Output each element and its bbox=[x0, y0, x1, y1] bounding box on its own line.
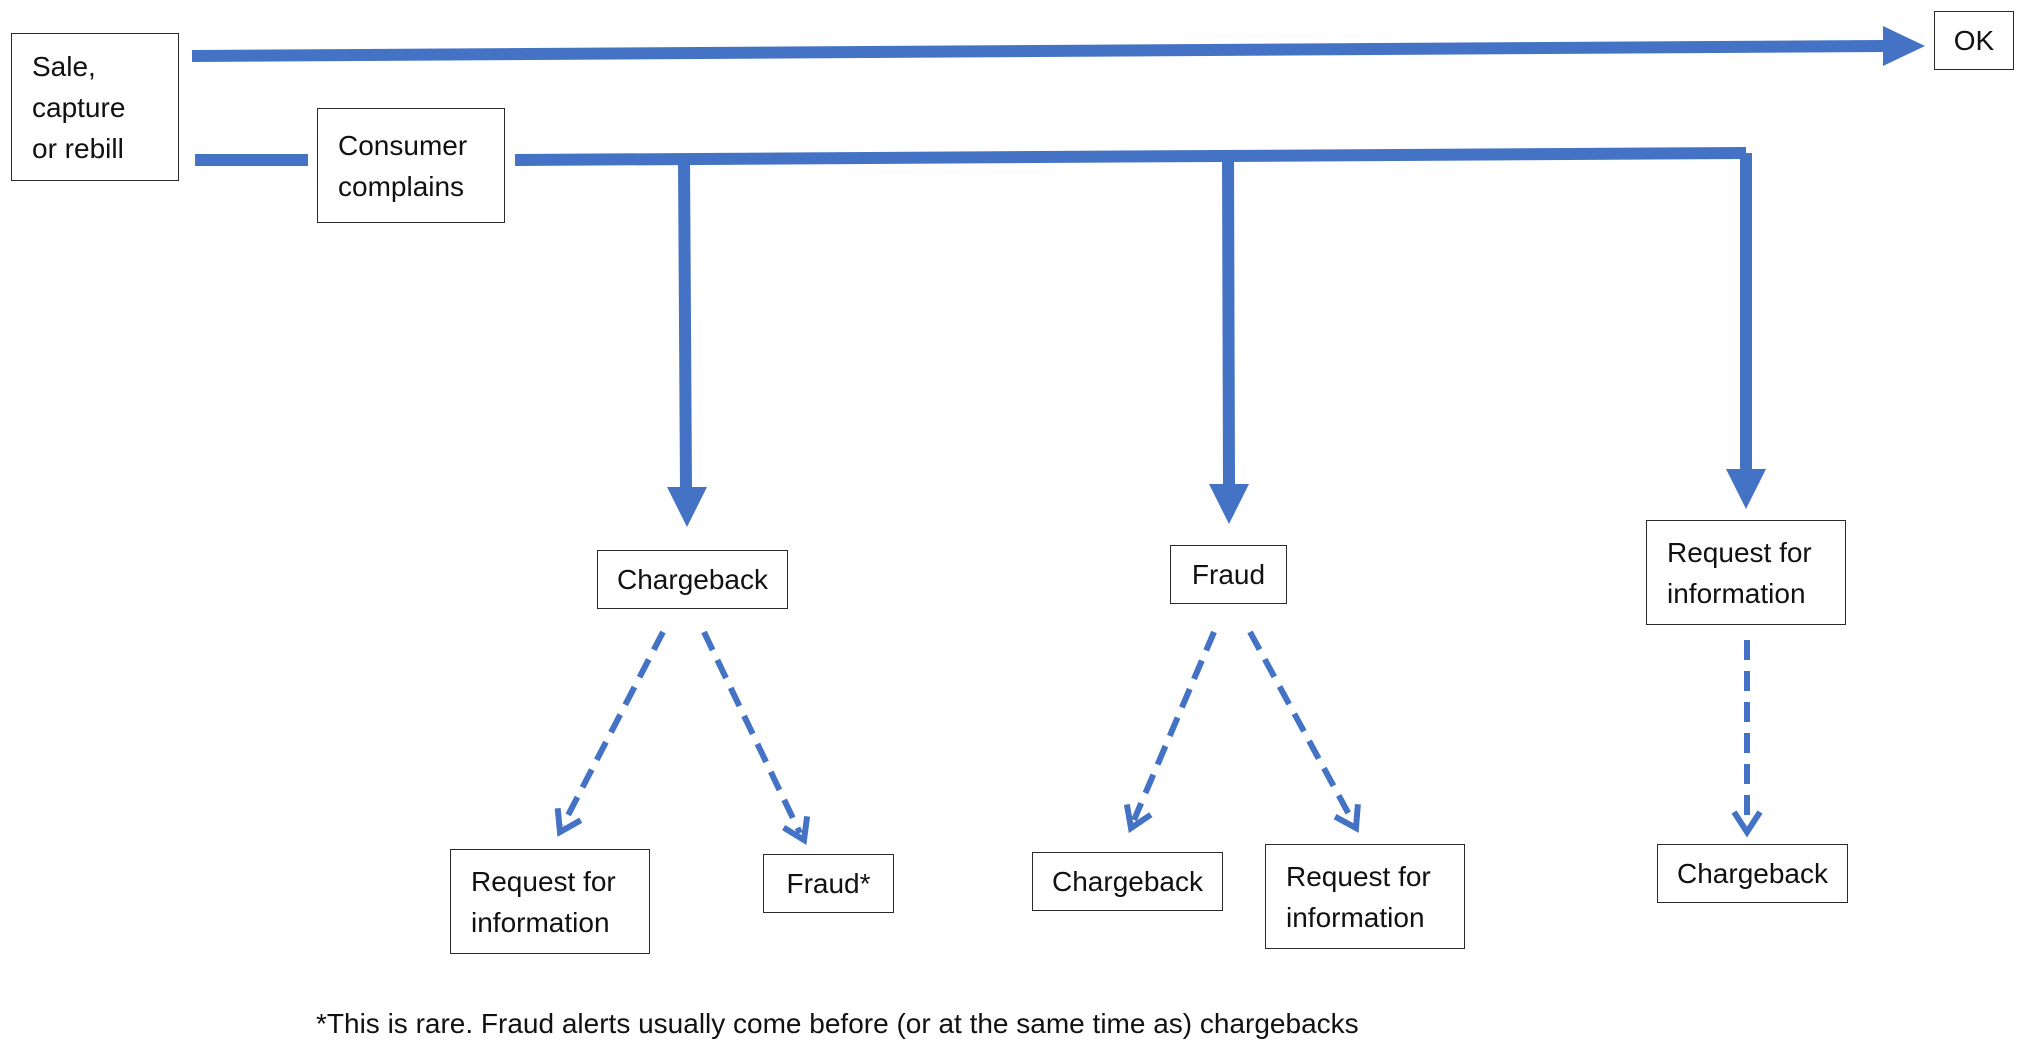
fraud-request-for-information-node: Request for information bbox=[1265, 844, 1465, 949]
chargeback-request-for-information-label: Request for information bbox=[471, 865, 616, 938]
rfi-to-chargeback-arrowhead bbox=[1731, 810, 1763, 838]
request-for-information-chargeback-label: Chargeback bbox=[1677, 858, 1828, 889]
ok-node: OK bbox=[1934, 11, 2014, 70]
request-for-information-node: Request for information bbox=[1646, 520, 1846, 625]
chargeback-fraud-label: Fraud* bbox=[786, 868, 871, 899]
fraud-chargeback-label: Chargeback bbox=[1052, 866, 1203, 897]
fraud-chargeback-node: Chargeback bbox=[1032, 852, 1223, 911]
chargeback-to-fraud-arrowhead bbox=[782, 815, 811, 845]
chargeback-fraud-node: Fraud* bbox=[763, 854, 894, 913]
chargeback-node: Chargeback bbox=[597, 550, 788, 609]
chargeback-label: Chargeback bbox=[617, 564, 768, 595]
chargeback-to-fraud-dashed-line bbox=[701, 630, 803, 835]
fraud-node: Fraud bbox=[1170, 545, 1287, 604]
trunk-to-chargeback-line bbox=[678, 158, 692, 491]
chargeback-to-rfi-arrowhead bbox=[554, 807, 583, 837]
chargeback-to-rfi-dashed-line bbox=[560, 630, 666, 827]
consumer-complains-label: Consumer complains bbox=[338, 129, 468, 202]
fraud-label: Fraud bbox=[1191, 559, 1266, 590]
sale-capture-rebill-label: Sale, capture or rebill bbox=[32, 50, 126, 164]
trunk-to-fraud-line bbox=[1222, 155, 1235, 488]
sale-to-ok-arrow-line bbox=[191, 40, 1886, 62]
request-for-information-chargeback-node: Chargeback bbox=[1657, 844, 1848, 903]
fraud-to-chargeback-arrowhead bbox=[1123, 803, 1153, 834]
request-for-information-label: Request for information bbox=[1667, 536, 1812, 609]
trunk-to-chargeback-arrowhead bbox=[667, 487, 707, 527]
trunk-to-fraud-arrowhead bbox=[1209, 484, 1249, 524]
ok-label: OK bbox=[1953, 25, 1995, 56]
chargeback-request-for-information-node: Request for information bbox=[450, 849, 650, 954]
consumer-complains-node: Consumer complains bbox=[317, 108, 505, 223]
fraud-to-rfi-arrowhead bbox=[1333, 803, 1361, 833]
footnote: *This is rare. Fraud alerts usually come… bbox=[316, 1008, 1359, 1039]
trunk-to-rfi-arrowhead bbox=[1726, 469, 1766, 509]
sale-capture-rebill-node: Sale, capture or rebill bbox=[11, 33, 179, 181]
sale-to-ok-arrowhead bbox=[1883, 26, 1925, 66]
fraud-request-for-information-label: Request for information bbox=[1286, 860, 1431, 933]
fraud-to-rfi-dashed-line bbox=[1247, 630, 1355, 822]
fraud-to-chargeback-dashed-line bbox=[1131, 630, 1217, 822]
complaint-trunk-line bbox=[514, 147, 1747, 166]
